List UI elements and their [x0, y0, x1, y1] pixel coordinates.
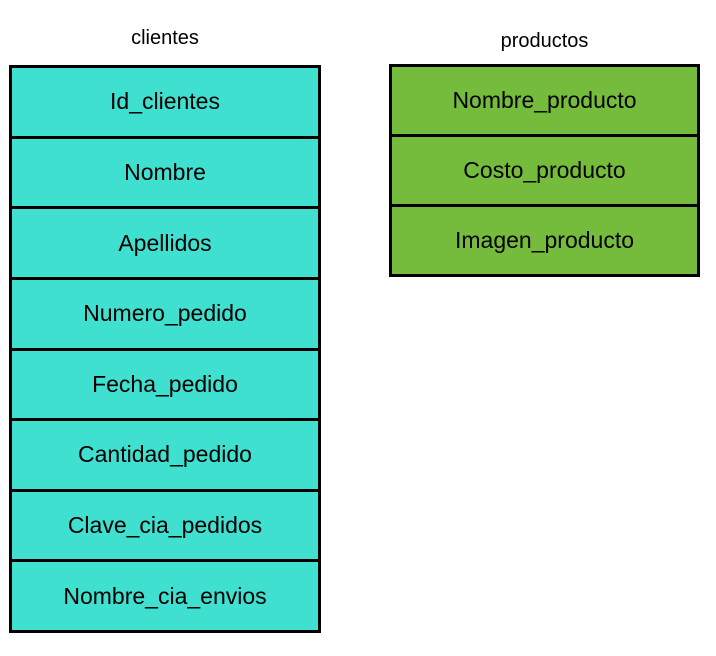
- field-row[interactable]: Nombre_producto: [392, 67, 697, 137]
- field-row[interactable]: Imagen_producto: [392, 207, 697, 274]
- entity-field-list-clientes: Id_clientes Nombre Apellidos Numero_pedi…: [9, 65, 321, 633]
- entity-field-list-productos: Nombre_producto Costo_producto Imagen_pr…: [389, 64, 700, 277]
- entity-title-clientes: clientes: [131, 27, 199, 49]
- field-row[interactable]: Nombre: [12, 138, 318, 210]
- field-row[interactable]: Cantidad_pedido: [12, 421, 318, 492]
- field-row[interactable]: Fecha_pedido: [12, 350, 318, 422]
- field-row[interactable]: Id_clientes: [12, 68, 318, 139]
- field-row[interactable]: Costo_producto: [392, 137, 697, 207]
- field-row[interactable]: Nombre_cia_envios: [12, 562, 318, 630]
- field-row[interactable]: Apellidos: [12, 209, 318, 280]
- entity-title-productos: productos: [500, 30, 589, 52]
- field-row[interactable]: Numero_pedido: [12, 279, 318, 351]
- field-row[interactable]: Clave_cia_pedidos: [12, 491, 318, 563]
